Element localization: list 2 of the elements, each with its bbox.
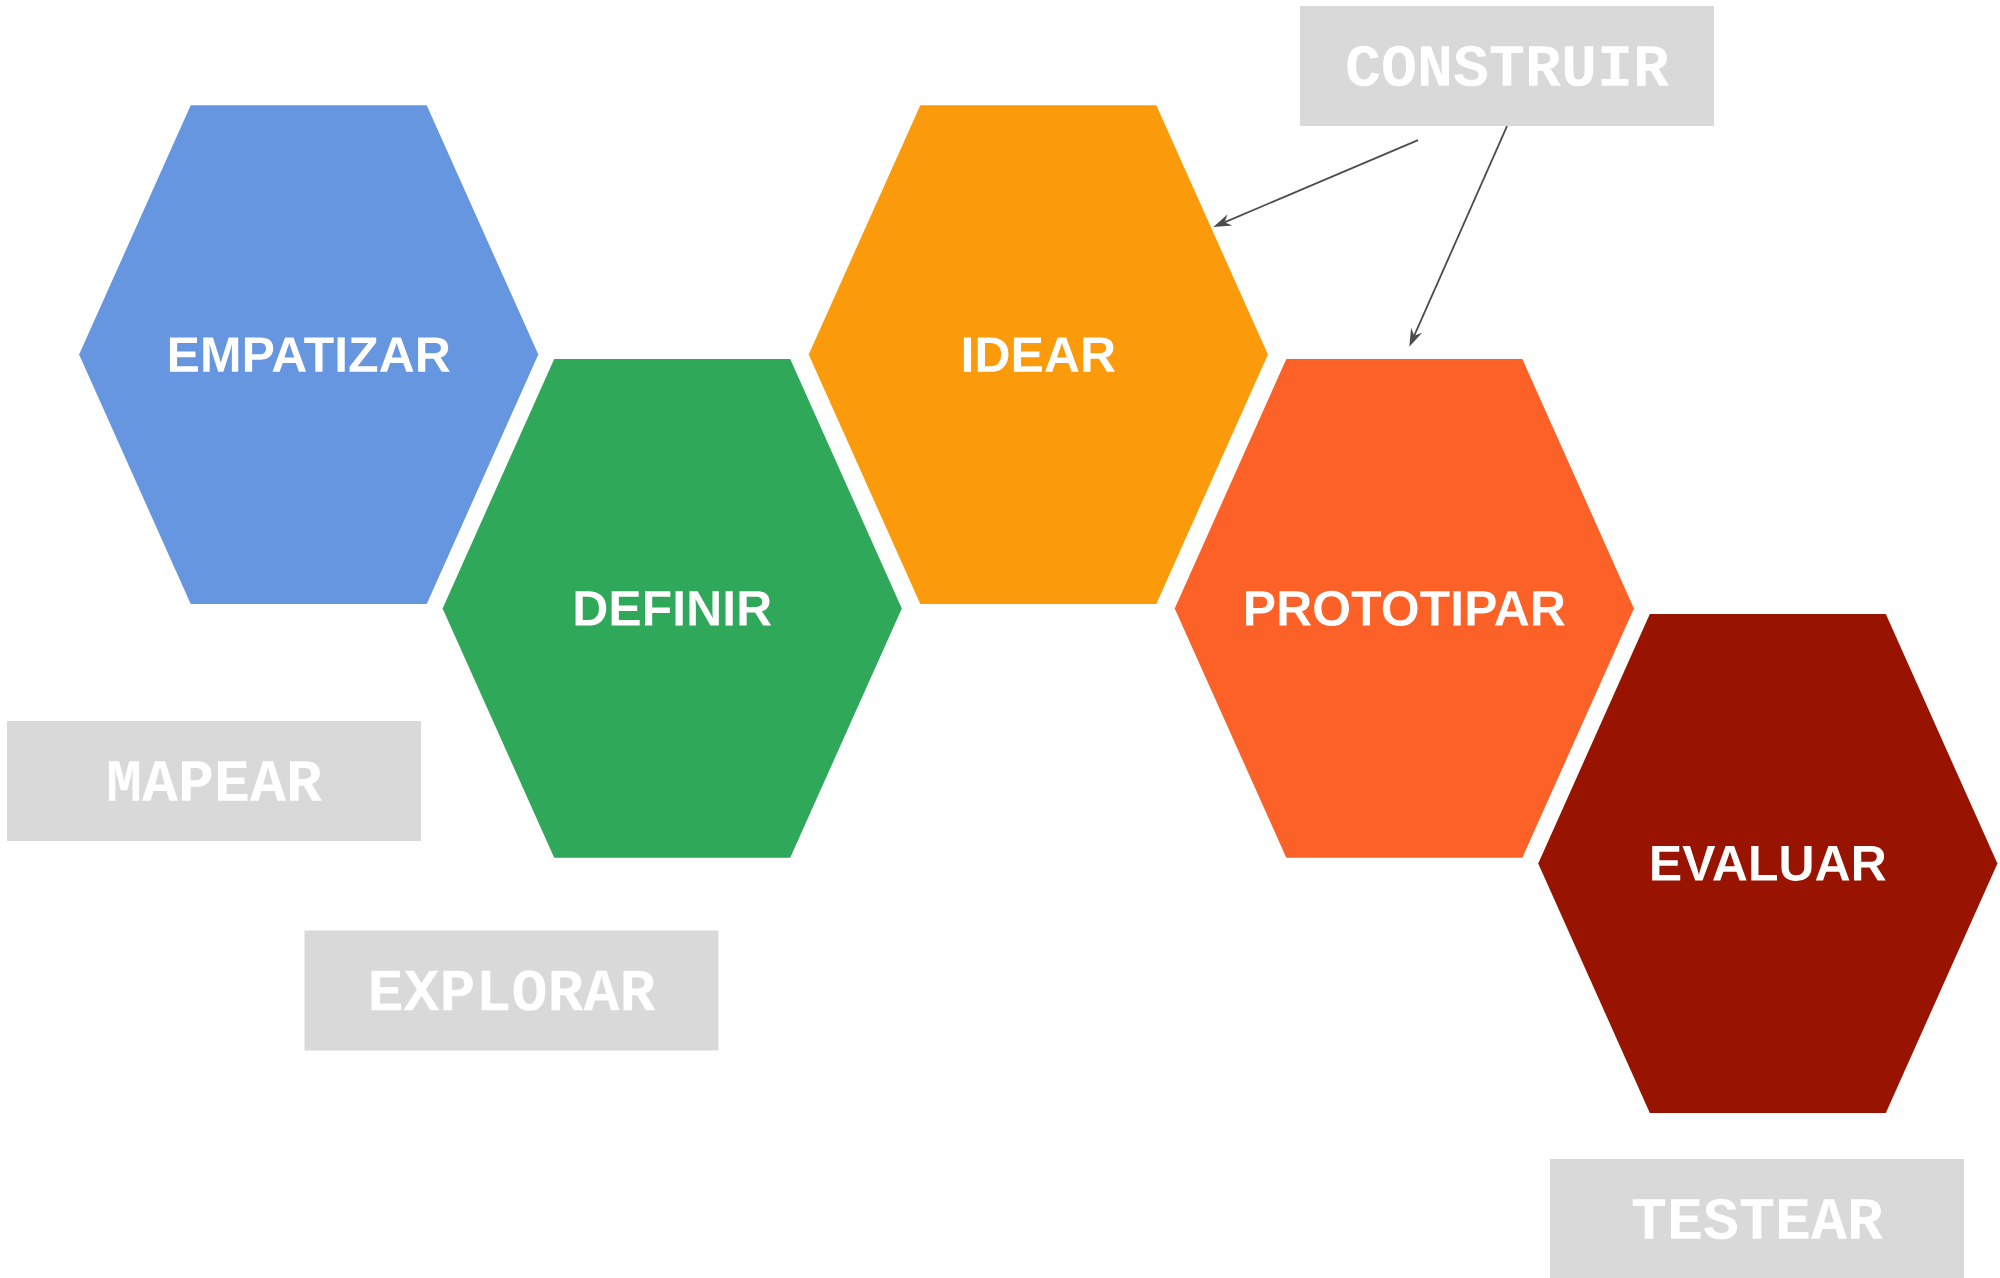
hexagon: EMPATIZAR [79, 105, 539, 604]
hexagon: PROTOTIPAR [1174, 359, 1634, 858]
